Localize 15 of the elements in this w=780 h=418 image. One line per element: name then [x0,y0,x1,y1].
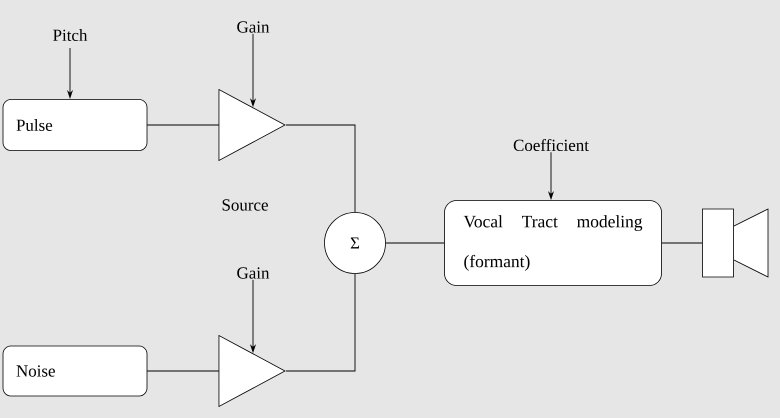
speaker-drawing [702,208,768,278]
connector-line [146,370,219,372]
connector-line [286,273,356,372]
connector-line [146,124,219,126]
label-text: Gain [237,21,270,33]
connector-line [385,242,445,244]
section-label: Source [222,199,268,211]
label-text: Coefficient [514,138,589,152]
label-text: Pitch [53,29,88,41]
label-text: Gain [237,267,270,279]
connector-line [661,242,703,244]
source-box: Noise [2,346,148,396]
source-box: Pulse [2,99,148,151]
process-box: Vocal Tract modeling (formant) [444,200,662,286]
connector-line [286,124,356,213]
